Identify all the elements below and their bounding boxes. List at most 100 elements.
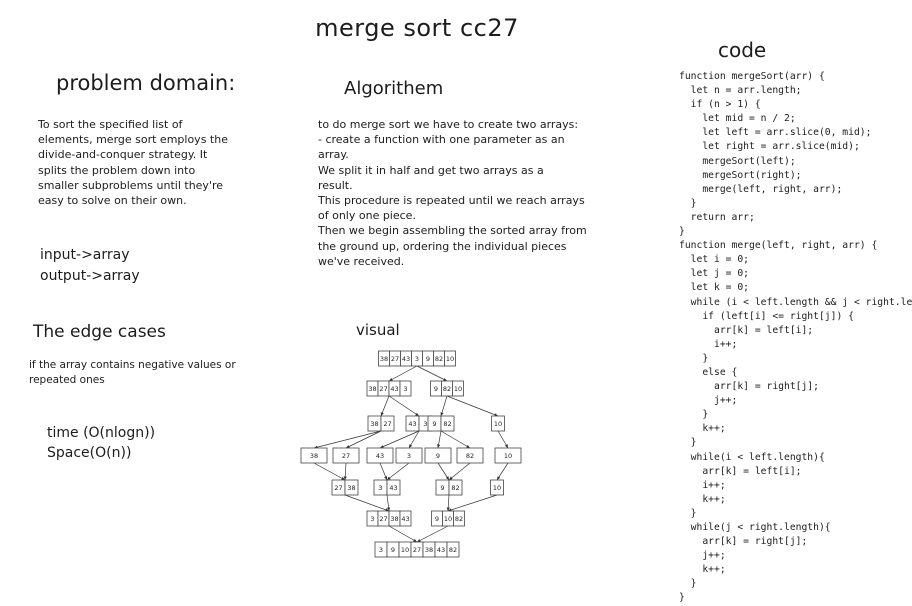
arrow-head: [417, 538, 421, 542]
edge-cases-text: if the array contains negative values or…: [29, 359, 236, 386]
code-line: arr[k] = left[i];: [679, 465, 802, 477]
array-box: 10: [490, 479, 504, 496]
array-cell: [399, 510, 412, 527]
arrow-head: [437, 444, 441, 448]
code-line: i++;: [679, 338, 738, 350]
code-line: k++;: [679, 564, 726, 576]
arrow-head: [466, 444, 470, 448]
array-value: 82: [443, 420, 451, 428]
array-value: 10: [454, 385, 462, 393]
code-line: k++;: [679, 423, 726, 435]
array-value: 9: [435, 515, 439, 523]
edge-cases-heading: The edge cases: [33, 322, 166, 342]
array-value: 38: [380, 355, 388, 363]
arrow-head: [343, 476, 347, 480]
arrow-head: [446, 507, 450, 511]
arrow-head: [494, 413, 498, 417]
array-value: 27: [383, 420, 391, 428]
array-cell: [386, 479, 401, 496]
array-value: 82: [451, 484, 459, 492]
tree-connector: [386, 462, 410, 481]
arrow-head: [409, 444, 413, 448]
code-line: k++;: [679, 493, 726, 505]
array-value: 9: [436, 452, 440, 460]
array-box: 27 38: [331, 479, 359, 496]
code-line: if (left[i] <= right[j]) {: [679, 310, 854, 322]
code-line: arr[k] = left[i];: [679, 324, 814, 336]
array-value: 82: [443, 385, 451, 393]
array-value: 27: [379, 515, 387, 523]
tree-connector: [440, 430, 471, 449]
array-value: 82: [466, 452, 474, 460]
array-cell: [490, 479, 504, 496]
array-value: 38: [425, 546, 433, 554]
array-cell: [448, 479, 463, 496]
arrow-head: [389, 377, 393, 381]
array-value: 9: [434, 385, 438, 393]
array-value: 9: [391, 546, 395, 554]
array-value: 43: [402, 355, 410, 363]
problem-domain-text: To sort the specified list of elements, …: [38, 118, 228, 208]
array-cell: [440, 415, 455, 432]
code-line: let mid = n / 2;: [679, 113, 796, 125]
array-value: 82: [435, 355, 443, 363]
code-line: j++;: [679, 395, 738, 407]
array-value: 27: [379, 385, 387, 393]
arrow-head: [341, 476, 345, 480]
tree-connector: [388, 395, 420, 417]
code-line: }: [679, 507, 697, 519]
arrow-head: [380, 412, 384, 416]
arrow-head: [449, 476, 453, 480]
array-value: 27: [334, 484, 342, 492]
arrow-head: [497, 476, 501, 480]
arrow-head: [346, 445, 350, 448]
code-line: i++;: [679, 479, 726, 491]
code-line: let k = 0;: [679, 282, 749, 294]
algorithm-text: to do merge sort we have to create two a…: [318, 118, 587, 268]
code-line: while (i < left.length && j < right.leng…: [690, 296, 912, 308]
array-value: 3: [379, 546, 383, 554]
array-cell: [494, 447, 522, 464]
array-box: 38: [300, 447, 328, 464]
arrow-head: [385, 508, 389, 512]
array-value: 10: [401, 546, 409, 554]
code-line: let n = arr.length;: [679, 85, 802, 97]
array-value: 82: [455, 515, 463, 523]
array-cell: [446, 541, 460, 558]
array-cell: [456, 447, 484, 464]
arrow-head: [380, 445, 384, 449]
array-value: 3: [378, 484, 382, 492]
array-cell: [395, 447, 423, 464]
array-value: 38: [310, 452, 318, 460]
output-label: output->array: [40, 268, 140, 284]
arrow-head: [384, 476, 388, 480]
arrow-head: [445, 476, 449, 480]
array-value: 38: [390, 515, 398, 523]
array-value: 10: [444, 515, 452, 523]
array-value: 27: [391, 355, 399, 363]
array-box: 27: [332, 447, 360, 464]
tree-connector: [448, 462, 471, 481]
array-value: 38: [347, 484, 355, 492]
code-line: let i = 0;: [679, 254, 749, 266]
code-line: arr[k] = right[j];: [679, 536, 808, 548]
array-box: 10: [494, 447, 522, 464]
array-cell: [300, 447, 328, 464]
array-cell: [491, 415, 505, 432]
tree-connector: [345, 430, 382, 449]
code-line: mergeSort(right);: [679, 169, 802, 181]
array-value: 10: [446, 355, 454, 363]
code-line: }: [679, 578, 697, 590]
tree-connector: [380, 395, 390, 417]
problem-domain-heading: problem domain:: [56, 71, 236, 95]
array-box: 3: [395, 447, 423, 464]
code-line: }: [679, 352, 709, 364]
arrow-head: [386, 507, 391, 511]
